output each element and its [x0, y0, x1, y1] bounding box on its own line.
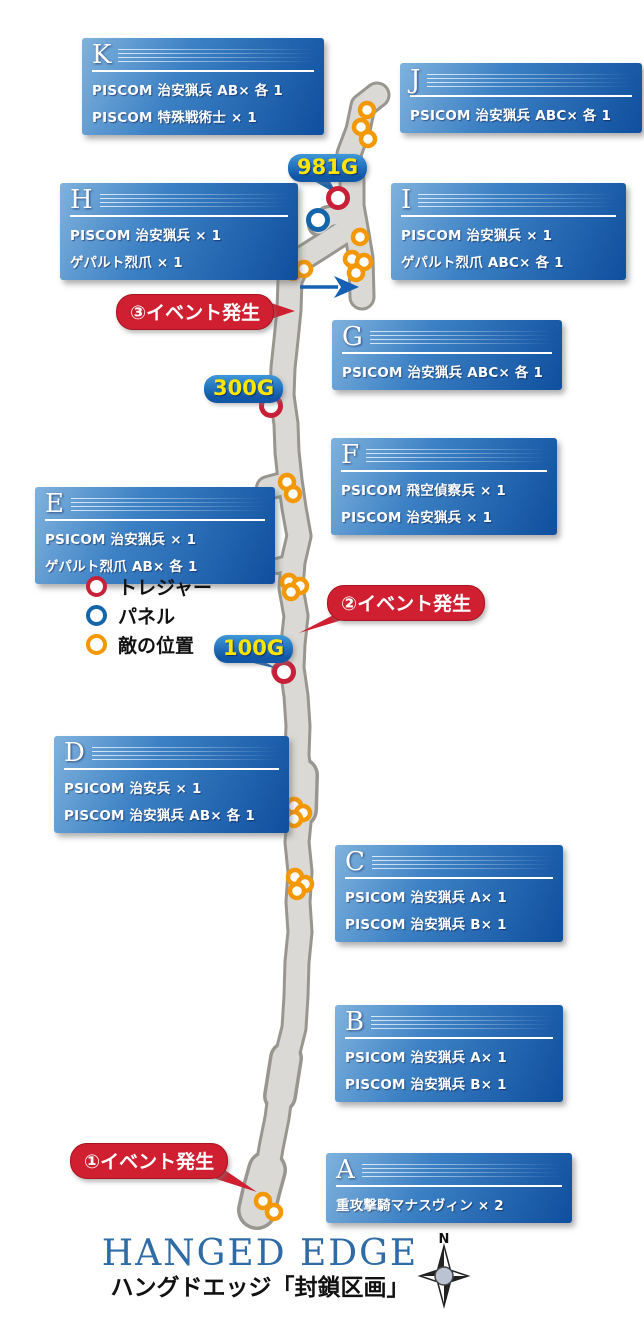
enemy-entry: ゲパルト烈爪 AB× 各 1 — [45, 559, 198, 575]
deco-lines — [361, 1164, 562, 1179]
deco-lines — [99, 194, 288, 209]
box-header: A — [336, 1157, 562, 1187]
enemy-entry: 重攻撃騎マナスヴィン × 2 — [336, 1198, 504, 1214]
enemy-marker — [283, 484, 303, 504]
legend-item-enemy: 敵の位置 — [86, 630, 212, 659]
compass-north-label: N — [439, 1232, 450, 1247]
enemy-entry: PSICOM 治安猟兵 ABC× 各 1 — [342, 365, 544, 381]
box-letter: E — [45, 489, 64, 519]
enemy-marker — [281, 582, 301, 602]
enemy-marker — [264, 1202, 284, 1222]
map-title-ja: ハングドエッジ「封鎖区画」 — [110, 1275, 410, 1301]
enemy-entry: ゲパルト烈爪 × 1 — [70, 255, 183, 271]
legend-label: パネル — [118, 606, 176, 628]
info-box-f: F PSICOM 飛空偵察兵 × 1 PISCOM 治安猟兵 × 1 — [331, 438, 557, 535]
enemy-marker — [346, 263, 366, 283]
box-letter: C — [345, 847, 365, 877]
panel-marker — [306, 208, 330, 232]
box-header: J — [410, 67, 632, 97]
info-box-c: C PSICOM 治安猟兵 A× 1 PISCOM 治安猟兵 B× 1 — [335, 845, 563, 942]
enemy-marker — [350, 227, 370, 247]
enemy-ring-icon — [86, 634, 107, 655]
legend-label: 敵の位置 — [118, 635, 195, 657]
info-box-d: D PSICOM 治安兵 × 1 PISCOM 治安猟兵 AB× 各 1 — [54, 736, 289, 833]
treasure-ring-icon — [86, 576, 107, 597]
info-box-h: H PISCOM 治安猟兵 × 1 ゲパルト烈爪 × 1 — [60, 183, 298, 280]
legend-item-treasure: トレジャー — [86, 572, 212, 601]
info-box-i: I PISCOM 治安猟兵 × 1 ゲパルト烈爪 ABC× 各 1 — [391, 183, 626, 280]
enemy-entry: PISCOM 治安猟兵 AB× 各 1 — [64, 808, 256, 824]
jump-arrow-icon — [300, 276, 359, 298]
info-box-b: B PSICOM 治安猟兵 A× 1 PISCOM 治安猟兵 B× 1 — [335, 1005, 563, 1102]
deco-lines — [371, 1016, 553, 1031]
box-header: F — [341, 442, 547, 472]
deco-lines — [70, 498, 265, 513]
enemy-entry: PISCOM 治安猟兵 × 1 — [70, 228, 222, 244]
info-box-j: J PSICOM 治安猟兵 ABC× 各 1 — [400, 63, 642, 133]
deco-lines — [369, 331, 552, 346]
box-letter: H — [70, 185, 93, 215]
box-letter: A — [336, 1155, 355, 1185]
box-letter: I — [401, 185, 412, 215]
box-letter: K — [92, 40, 112, 70]
legend-item-panel: パネル — [86, 601, 212, 630]
treasure-label-300g: 300G — [204, 375, 284, 403]
panel-ring-icon — [86, 605, 107, 626]
box-header: D — [64, 740, 279, 770]
enemy-entry: PSICOM 治安猟兵 × 1 — [45, 532, 197, 548]
enemy-entry: PSICOM 治安猟兵 A× 1 — [345, 1050, 507, 1066]
enemy-marker — [357, 100, 377, 120]
treasure-marker — [326, 186, 350, 210]
info-box-a: A 重攻撃騎マナスヴィン × 2 — [326, 1153, 572, 1223]
enemy-entry: PSICOM 治安猟兵 A× 1 — [345, 890, 507, 906]
box-letter: J — [410, 65, 421, 95]
enemy-marker — [358, 129, 378, 149]
info-box-e: E PSICOM 治安猟兵 × 1 ゲパルト烈爪 AB× 各 1 — [35, 487, 275, 584]
bubble-tail-event3 — [268, 302, 295, 320]
legend-label: トレジャー — [118, 577, 213, 599]
box-letter: F — [341, 440, 360, 470]
deco-lines — [366, 449, 547, 464]
map-title-en: HANGED EDGE — [101, 1233, 419, 1274]
treasure-label-100g: 100G — [214, 635, 294, 663]
deco-lines — [91, 747, 279, 762]
box-letter: G — [342, 322, 363, 352]
info-box-g: G PSICOM 治安猟兵 ABC× 各 1 — [332, 320, 562, 390]
enemy-entry: PSICOM 治安兵 × 1 — [64, 781, 202, 797]
box-header: C — [345, 849, 553, 879]
deco-lines — [371, 856, 553, 871]
enemy-marker — [284, 809, 304, 829]
box-header: K — [92, 42, 314, 72]
box-header: B — [345, 1009, 553, 1039]
enemy-entry: PSICOM 治安猟兵 ABC× 各 1 — [410, 108, 612, 124]
enemy-marker — [294, 259, 314, 279]
enemy-marker — [287, 881, 307, 901]
deco-lines — [427, 74, 632, 89]
box-letter: B — [345, 1007, 365, 1037]
compass-icon: N — [417, 1232, 471, 1309]
box-header: I — [401, 187, 616, 217]
event-bubble-2: ②イベント発生 — [327, 585, 486, 621]
enemy-marker — [253, 1191, 273, 1211]
info-box-k: K PISCOM 治安猟兵 AB× 各 1 PISCOM 特殊戦術士 × 1 — [82, 38, 324, 135]
enemy-entry: ゲパルト烈爪 ABC× 各 1 — [401, 255, 564, 271]
event-bubble-1: ①イベント発生 — [70, 1143, 229, 1179]
event-bubble-3: ③イベント発生 — [116, 294, 275, 330]
legend: トレジャー パネル 敵の位置 — [86, 572, 212, 659]
enemy-entry: PISCOM 治安猟兵 B× 1 — [345, 1077, 507, 1093]
deco-lines — [418, 194, 616, 209]
box-header: E — [45, 491, 265, 521]
enemy-entry: PISCOM 治安猟兵 × 1 — [401, 228, 553, 244]
treasure-label-981g: 981G — [288, 154, 368, 182]
enemy-entry: PISCOM 治安猟兵 B× 1 — [345, 917, 507, 933]
enemy-entry: PISCOM 治安猟兵 × 1 — [341, 510, 493, 526]
deco-lines — [118, 49, 314, 64]
box-header: G — [342, 324, 552, 354]
box-header: H — [70, 187, 288, 217]
enemy-entry: PISCOM 特殊戦術士 × 1 — [92, 110, 257, 126]
treasure-marker — [272, 660, 296, 684]
enemy-entry: PSICOM 飛空偵察兵 × 1 — [341, 483, 506, 499]
enemy-entry: PISCOM 治安猟兵 AB× 各 1 — [92, 83, 284, 99]
box-letter: D — [64, 738, 85, 768]
